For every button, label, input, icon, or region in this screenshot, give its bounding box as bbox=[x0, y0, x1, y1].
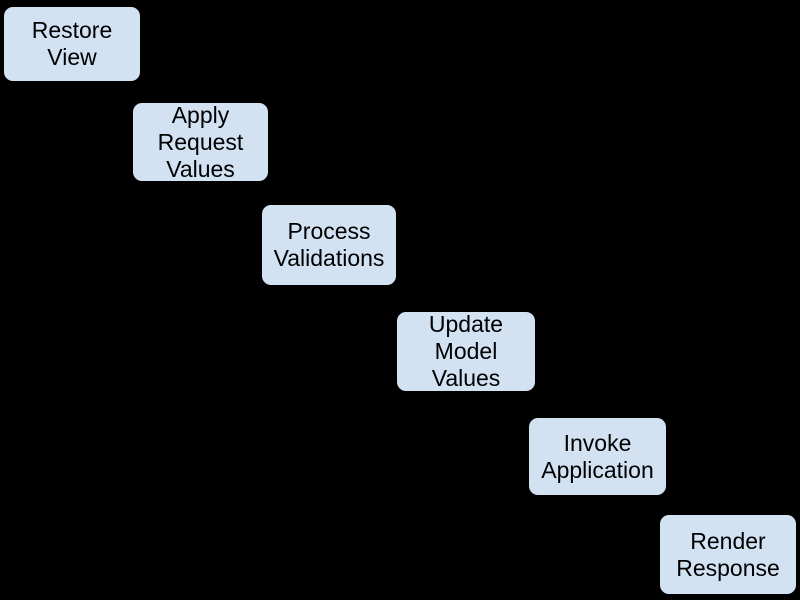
flow-step-update-model-values: Update Model Values bbox=[395, 310, 537, 393]
flow-step-apply-request-values: Apply Request Values bbox=[131, 101, 270, 183]
flow-step-label: Restore View bbox=[31, 17, 113, 70]
flow-step-label: Process Validations bbox=[273, 218, 385, 271]
flow-step-label: Apply Request Values bbox=[157, 101, 244, 182]
flow-step-process-validations: Process Validations bbox=[260, 203, 398, 287]
flow-step-label: Update Model Values bbox=[428, 311, 504, 391]
flow-step-invoke-application: Invoke Application bbox=[527, 416, 668, 497]
flow-step-label: Render Response bbox=[676, 527, 780, 581]
flow-step-label: Invoke Application bbox=[541, 429, 654, 483]
flow-step-restore-view: Restore View bbox=[2, 5, 142, 83]
flow-step-render-response: Render Response bbox=[658, 513, 798, 596]
